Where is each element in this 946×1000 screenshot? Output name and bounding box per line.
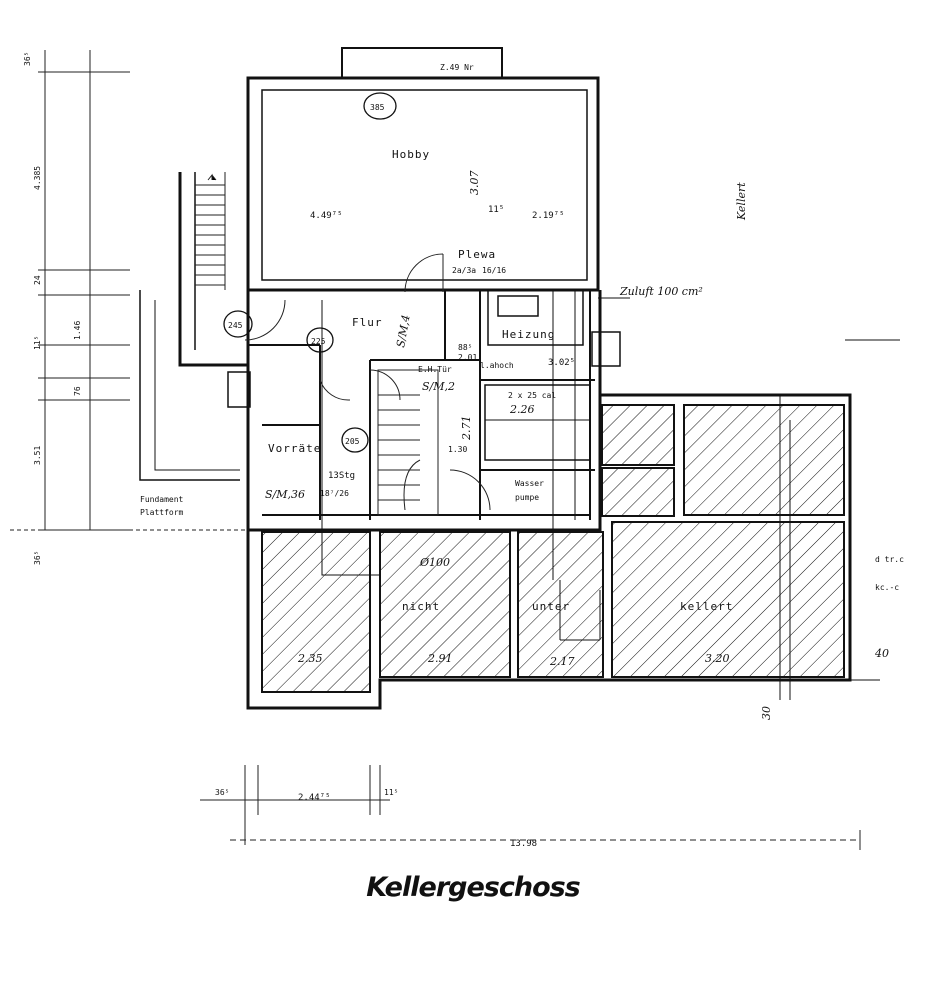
dim-right-kc: kc.-c <box>875 583 899 592</box>
dim-lower-217: 2.17 <box>549 655 575 668</box>
room-unter-label: unter <box>532 600 570 613</box>
dim-right-30: 30 <box>760 706 773 720</box>
room-markers <box>223 92 397 453</box>
inner-staircase <box>377 369 439 516</box>
entry-stairs <box>195 172 226 290</box>
room-eh-tur-label: E.H.Tür <box>418 365 452 374</box>
dim-lower-320: 3.20 <box>705 652 730 665</box>
door-swings <box>244 253 491 511</box>
marker-205: 205 <box>345 437 360 446</box>
room-hobby-label: Hobby <box>392 148 430 161</box>
dim-heizung-w: 3.02⁵ <box>548 358 575 368</box>
room-heizung-label: Heizung <box>502 328 555 341</box>
dim-lower-235: 2.35 <box>297 652 323 665</box>
dim-overall-width: 13.98 <box>510 839 537 849</box>
dim-vorrate-sm: S/M,36 <box>265 488 305 501</box>
room-kellert-label: kellert <box>680 600 733 613</box>
dim-16-16: 16/16 <box>482 266 506 275</box>
marker-245: 245 <box>228 321 243 330</box>
dim-bottom-365: 36⁵ <box>215 788 229 797</box>
plattform-label: Plattform <box>140 508 184 517</box>
dim-plewa: 2a/3a <box>452 266 476 275</box>
room-plewa-label: Plewa <box>458 248 496 261</box>
dim-bottom-115: 11⁵ <box>384 788 398 797</box>
dim-left-24: 24 <box>33 275 42 285</box>
exterior-walls <box>139 47 852 710</box>
bottom-dimension-lines <box>200 765 861 850</box>
marker-225: 225 <box>311 337 326 346</box>
dim-right-40: 40 <box>874 647 889 660</box>
room-flur-label: Flur <box>352 316 383 329</box>
dim-window-top: Z.49 Nr <box>440 63 474 72</box>
dim-271: 2.71 <box>460 416 473 442</box>
dim-stairs-size: 18⁷/26 <box>320 489 349 498</box>
dim-130: 1.30 <box>448 445 467 454</box>
room-pumpe-label: pumpe <box>515 493 539 502</box>
fundament-label: Fundament <box>140 495 184 504</box>
dim-left-115: 11⁵ <box>33 336 42 350</box>
heizung-lahoch-label: l.ahoch <box>480 361 514 370</box>
dim-dia-100: Ø100 <box>419 556 450 569</box>
plan-caption: Kellergeschoss <box>366 872 581 903</box>
interior-walls <box>227 289 621 520</box>
room-wasser-label: Wasser <box>515 479 544 488</box>
dim-hobby-w2: 11⁵ <box>488 205 504 215</box>
room-nicht-label: nicht <box>402 600 440 613</box>
dim-flur-201: 2.01 <box>458 353 477 362</box>
dim-eh-sm: S/M,2 <box>422 380 455 393</box>
dim-flur-885: 88⁵ <box>458 343 472 352</box>
dim-left-365b: 36⁵ <box>33 551 42 565</box>
dim-top-left: 36⁵ <box>23 52 32 66</box>
tank-label: 2 x 25 cal <box>508 391 556 400</box>
dim-stairs-135: 13Stg <box>328 471 355 481</box>
room-vorrate-label: Vorräte <box>268 442 321 455</box>
dim-left-76: 76 <box>73 386 82 396</box>
marker-385: 385 <box>370 103 385 112</box>
dim-hobby-h: 3.07 <box>468 171 481 196</box>
dim-flur-sm: S/M,4 <box>394 314 413 349</box>
zuluft-note: Zuluft 100 cm² <box>619 285 703 298</box>
dim-left-351: 3.51 <box>33 446 42 465</box>
dim-lower-291: 2.91 <box>427 652 453 665</box>
unexcavated-areas <box>261 404 845 693</box>
pipe-routes <box>321 290 900 700</box>
dim-right-d: d tr.c <box>875 555 904 564</box>
dim-bottom-244: 2.44⁷⁵ <box>298 793 331 803</box>
dim-hobby-w3: 2.19⁷⁵ <box>532 211 565 221</box>
dim-left-4385: 4.385 <box>33 166 42 190</box>
dim-hobby-w1: 4.49⁷⁵ <box>310 211 343 221</box>
kellert-side-note: Kellert <box>735 182 748 221</box>
left-dimension-lines <box>10 50 245 531</box>
dim-226: 2.26 <box>509 403 535 416</box>
dim-left-146: 1.46 <box>73 321 82 340</box>
